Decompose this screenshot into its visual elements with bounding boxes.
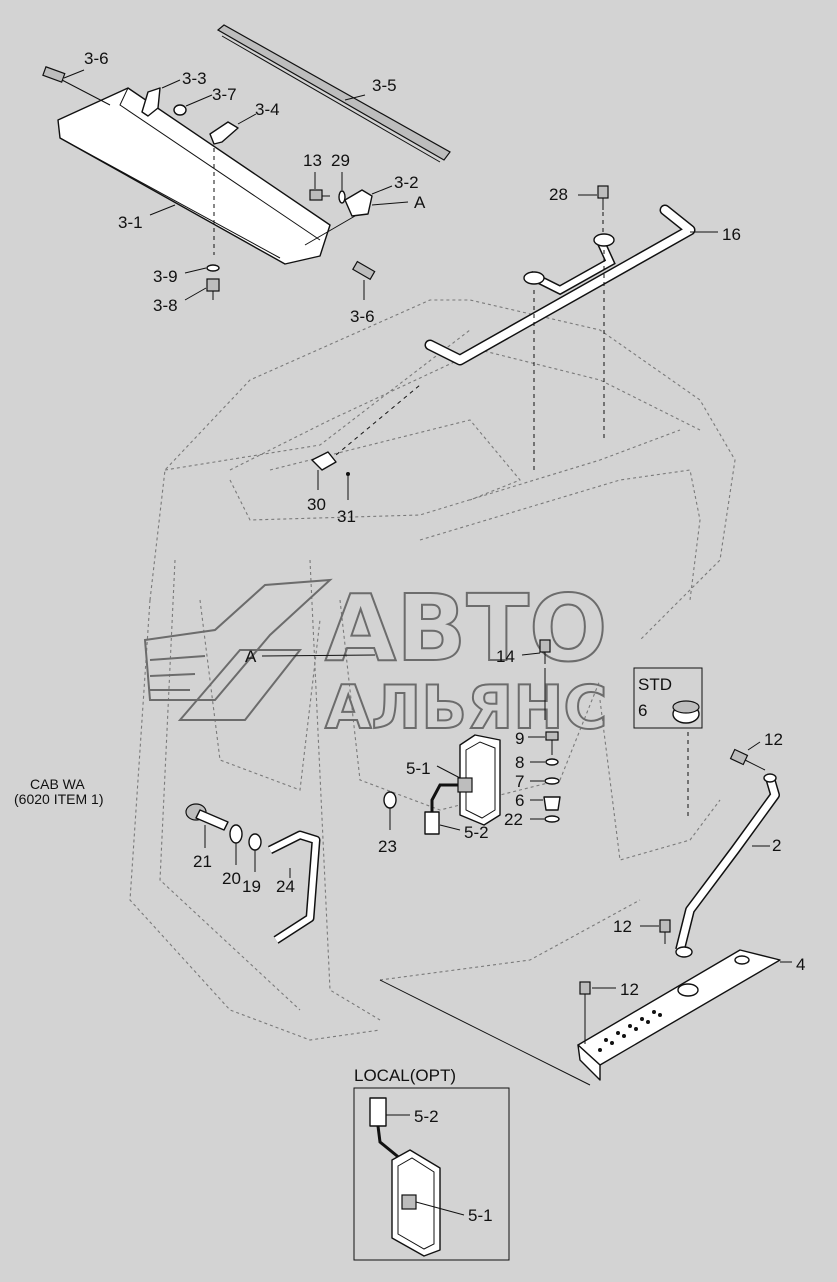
callout-3-6-bottom: 3-6 bbox=[350, 307, 375, 326]
callout-3-2: 3-2 bbox=[394, 173, 419, 192]
watermark-line1: АВТО bbox=[325, 575, 607, 682]
callout-3-5: 3-5 bbox=[372, 76, 397, 95]
callout-5-2-local: 5-2 bbox=[414, 1107, 439, 1126]
callout-12-top: 12 bbox=[764, 730, 783, 749]
callout-5-1-local: 5-1 bbox=[468, 1206, 493, 1225]
bracket-30-part bbox=[311, 451, 350, 500]
bolt-14-part bbox=[521, 639, 551, 720]
callout-3-8: 3-8 bbox=[153, 296, 178, 315]
callout-3-3: 3-3 bbox=[182, 69, 207, 88]
callout-3-6-top: 3-6 bbox=[84, 49, 109, 68]
callout-21: 21 bbox=[193, 852, 212, 871]
std-box bbox=[633, 667, 703, 820]
callout-5-1: 5-1 bbox=[406, 759, 431, 778]
watermark: АВТО АЛЬЯНС bbox=[143, 574, 608, 744]
hardware-stack bbox=[528, 731, 561, 823]
watermark-logo-icon bbox=[143, 578, 333, 721]
callout-12-middle: 12 bbox=[613, 917, 632, 936]
callout-14: 14 bbox=[496, 647, 515, 666]
callout-19: 19 bbox=[242, 877, 261, 896]
callout-20: 20 bbox=[222, 869, 241, 888]
local-opt-box bbox=[353, 1087, 510, 1261]
local-opt-title: LOCAL(OPT) bbox=[354, 1066, 456, 1085]
callout-4: 4 bbox=[796, 955, 805, 974]
callout-16: 16 bbox=[722, 225, 741, 244]
cab-note-line2: (6020 ITEM 1) bbox=[14, 791, 103, 807]
callout-23: 23 bbox=[378, 837, 397, 856]
step-4-part bbox=[379, 949, 792, 1086]
callout-2: 2 bbox=[772, 836, 781, 855]
callout-a-cab: A bbox=[245, 647, 257, 666]
callout-22: 22 bbox=[504, 810, 523, 829]
seal-strip-part bbox=[216, 24, 451, 163]
washer-23-part bbox=[383, 791, 397, 830]
watermark-line2: АЛЬЯНС bbox=[325, 673, 607, 743]
callout-6: 6 bbox=[515, 791, 524, 810]
callout-3-1: 3-1 bbox=[118, 213, 143, 232]
callout-5-2: 5-2 bbox=[464, 823, 489, 842]
callout-3-9: 3-9 bbox=[153, 267, 178, 286]
callout-12-bottom: 12 bbox=[620, 980, 639, 999]
callout-30: 30 bbox=[307, 495, 326, 514]
callout-6-std: 6 bbox=[638, 701, 647, 720]
handle-24-group bbox=[185, 803, 321, 944]
callout-3-7: 3-7 bbox=[212, 85, 237, 104]
callout-a-top: A bbox=[414, 193, 426, 212]
mirror-assembly-part bbox=[424, 734, 501, 835]
callout-8: 8 bbox=[515, 753, 524, 772]
grab-bar-part bbox=[424, 185, 718, 470]
callout-28: 28 bbox=[549, 185, 568, 204]
visor-hardware bbox=[42, 66, 409, 301]
handrail-2-part bbox=[640, 741, 780, 958]
callout-13: 13 bbox=[303, 151, 322, 170]
callout-7: 7 bbox=[515, 772, 524, 791]
visor-cover-part bbox=[57, 87, 331, 265]
callout-labels: 3-6 3-3 3-7 3-5 3-4 13 29 3-2 A 3-1 3-9 … bbox=[14, 49, 805, 1225]
cab-note-line1: CAB WA bbox=[30, 776, 85, 792]
callout-29: 29 bbox=[331, 151, 350, 170]
callout-24: 24 bbox=[276, 877, 295, 896]
callout-31: 31 bbox=[337, 507, 356, 526]
callout-9: 9 bbox=[515, 729, 524, 748]
callout-3-4: 3-4 bbox=[255, 100, 280, 119]
callout-std: STD bbox=[638, 675, 672, 694]
